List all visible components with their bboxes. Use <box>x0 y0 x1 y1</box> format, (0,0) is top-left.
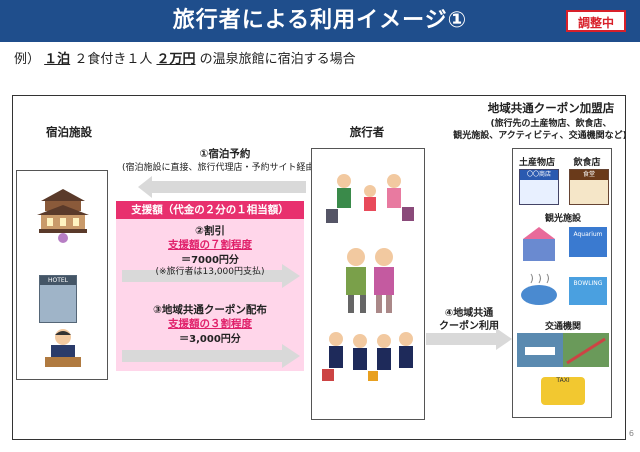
example-price: ２万円 <box>156 52 196 67</box>
discount-arrow <box>122 264 300 288</box>
restaurant-icon: 食堂 <box>569 169 609 205</box>
taxi-sign: TAXI <box>556 377 570 384</box>
transport-label: 交通機関 <box>544 322 581 332</box>
stores-title: 地域共通クーポン加盟店 <box>487 101 615 115</box>
example-line: 例） １泊 ２食付き１人 ２万円 の温泉旅館に宿泊する場合 <box>14 48 356 67</box>
stores-box: 土産物店 飲食店 〇〇商店 食堂 観光施設 Aquarium BOWLING 交… <box>512 148 612 418</box>
example-nights: １泊 <box>44 52 71 67</box>
stores-subtitle-2: 観光施設、アクティビティ、交通機関など) <box>453 131 627 141</box>
traveler-box <box>311 148 425 420</box>
bowling-icon: BOWLING <box>569 277 607 305</box>
taxi-icon: TAXI <box>541 377 585 405</box>
restaurant-sign: 食堂 <box>570 170 608 180</box>
step2-rate: 支援額の７割程度 <box>168 239 252 251</box>
student-travelers-icon <box>322 332 413 381</box>
aquarium-icon: Aquarium <box>569 227 607 257</box>
facility-box: HOTEL <box>16 170 108 380</box>
example-suffix: の温泉旅館に宿泊する場合 <box>199 52 356 67</box>
step3-rate: 支援額の３割程度 <box>168 318 252 330</box>
souvenir-label: 土産物店 <box>518 158 555 168</box>
restaurant-label: 飲食店 <box>573 158 601 168</box>
family-travelers-icon <box>326 174 414 223</box>
title-bar: 旅行者による利用イメージ① 調整中 <box>0 0 640 42</box>
step2-title: ②割引 <box>195 225 225 237</box>
hotel-sign: HOTEL <box>40 276 76 285</box>
hotel-building-icon: HOTEL <box>39 275 77 323</box>
ryokan-icon <box>37 189 89 243</box>
souvenir-shop-icon: 〇〇商店 <box>519 169 559 205</box>
support-panel: 支援額（代金の２分の１相当額） <box>116 201 304 371</box>
bowling-sign: BOWLING <box>573 280 603 287</box>
example-prefix: 例） <box>14 52 41 67</box>
stores-subtitle-1: (旅行先の土産物店、飲食店、 <box>490 119 612 129</box>
coupon-use-arrow <box>426 328 512 350</box>
step4-line2: クーポン利用 <box>439 321 499 332</box>
page-number: 6 <box>628 429 634 438</box>
facility-title: 宿泊施設 <box>46 125 92 139</box>
ferry-photo-icon <box>517 333 609 367</box>
step3-amount: ＝3,000円分 <box>179 334 241 345</box>
status-badge: 調整中 <box>566 10 626 32</box>
diagram-frame <box>12 95 626 440</box>
senior-travelers-icon <box>346 248 394 313</box>
sightseeing-label: 観光施設 <box>544 214 581 224</box>
aquarium-sign: Aquarium <box>573 231 603 238</box>
step4-line1: ④地域共通 <box>444 308 494 319</box>
hotel-staff-icon <box>45 329 81 367</box>
amusement-park-icon <box>523 227 555 261</box>
hot-spring-icon <box>521 273 557 305</box>
step1-note: (宿泊施設に直接、旅行代理店・予約サイト経由) <box>121 163 319 173</box>
step1-title: ①宿泊予約 <box>199 148 251 160</box>
support-header: 支援額（代金の２分の１相当額） <box>116 201 304 219</box>
example-mid: ２食付き１人 <box>74 52 153 67</box>
step2-amount: ＝7000円分 <box>181 255 239 266</box>
step2-note: (※旅行者は13,000円支払) <box>155 267 265 277</box>
step3-title: ③地域共通クーポン配布 <box>153 304 267 316</box>
shop-sign: 〇〇商店 <box>520 170 558 180</box>
booking-arrow <box>138 176 306 198</box>
coupon-arrow <box>122 344 300 368</box>
traveler-title: 旅行者 <box>349 125 385 139</box>
page-title: 旅行者による利用イメージ① <box>172 8 468 33</box>
